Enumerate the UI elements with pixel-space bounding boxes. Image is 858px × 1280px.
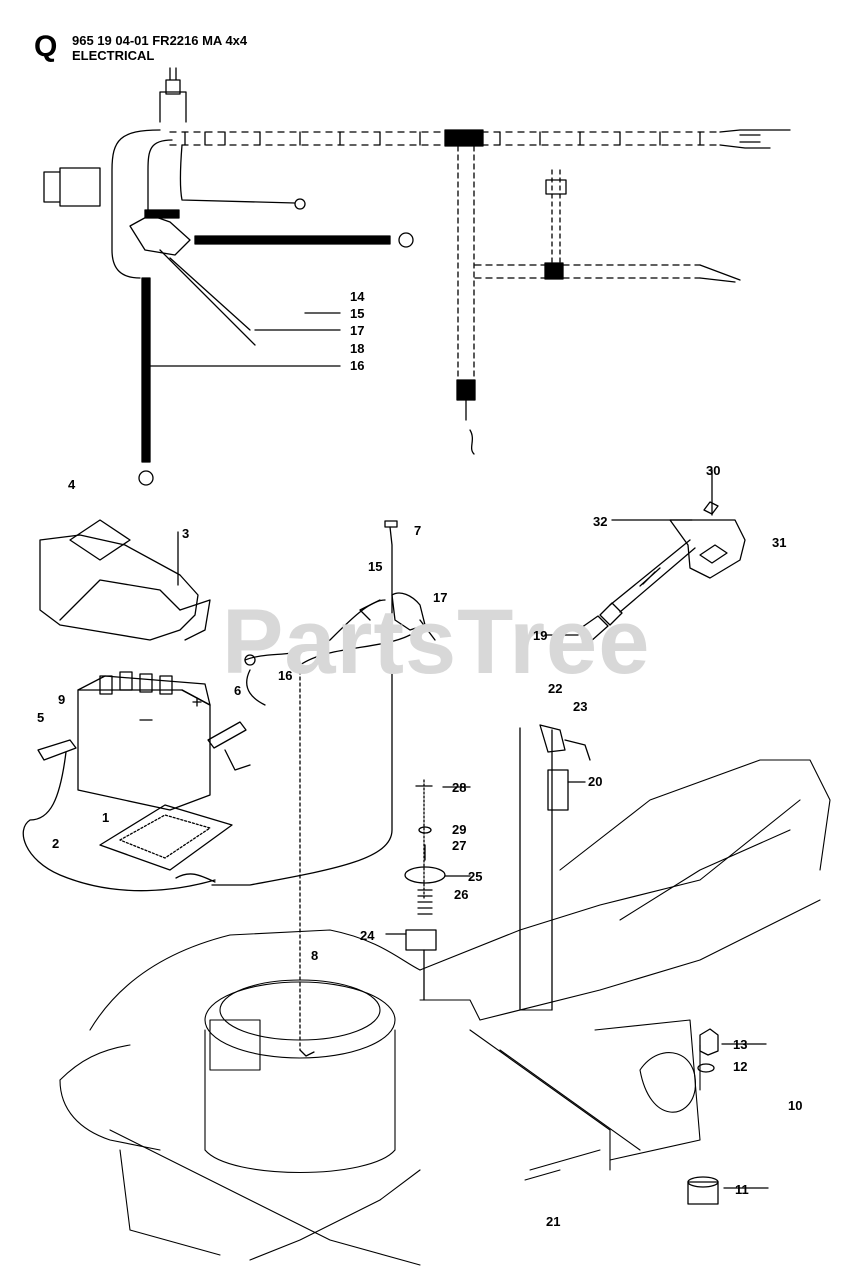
callout-25: 25 [468,869,482,884]
callout-15: 15 [350,306,364,321]
callout-4: 4 [68,477,76,492]
switch-assembly [544,469,746,643]
callout-1: 1 [102,810,109,825]
chassis-outline [59,759,831,1266]
callout-28: 28 [452,780,466,795]
callout-8: 8 [311,948,318,963]
hardware-right [687,1028,769,1205]
callout-27: 27 [452,838,466,853]
rear-switch [519,724,591,1011]
callout-2: 2 [52,836,59,851]
callout-32: 32 [593,514,607,529]
callout-16: 16 [350,358,364,373]
callout-3: 3 [182,526,189,541]
callout-11: 11 [735,1182,749,1197]
callout-7: 7 [414,523,421,538]
callout-24: 24 [360,928,375,943]
callout-29: 29 [452,822,466,837]
callout-13: 13 [733,1037,747,1052]
callout-14: 14 [350,289,365,304]
callout-16b: 16 [278,668,292,683]
battery-cover [39,519,211,641]
callout-6: 6 [234,683,241,698]
callout-15b: 15 [368,559,382,574]
callout-21: 21 [546,1214,560,1229]
top-leaders [149,312,341,367]
fuse-holder [211,520,436,1051]
callout-17: 17 [350,323,364,338]
callout-30: 30 [706,463,720,478]
callout-31: 31 [772,535,786,550]
callout-23: 23 [573,699,587,714]
callout-18: 18 [350,341,364,356]
callout-9: 9 [58,692,65,707]
seat-switch [299,779,471,1057]
callout-20: 20 [588,774,602,789]
section-letter: Q [34,30,58,63]
battery-tray [99,804,233,871]
callout-10: 10 [788,1098,802,1113]
callout-17b: 17 [433,590,447,605]
callout-5: 5 [37,710,44,725]
callout-26: 26 [454,887,468,902]
wiring-harness [43,67,791,486]
callout-12: 12 [733,1059,747,1074]
watermark: PartsTree [222,591,651,693]
diagram-title: ELECTRICAL [72,48,155,63]
callout-19: 19 [533,628,547,643]
callout-22: 22 [548,681,562,696]
part-code: 965 19 04-01 FR2216 MA 4x4 [72,33,248,48]
